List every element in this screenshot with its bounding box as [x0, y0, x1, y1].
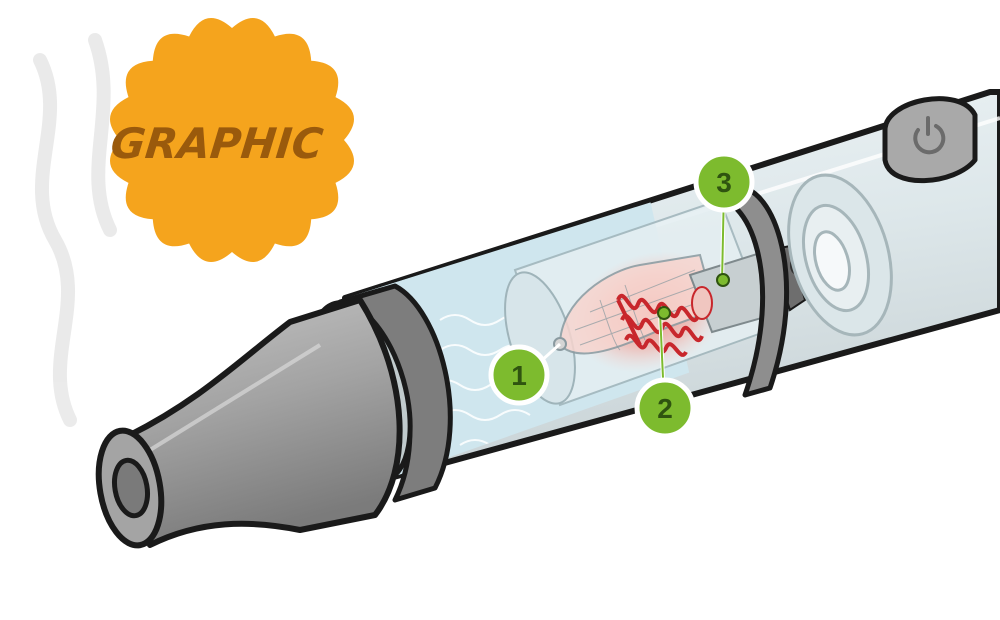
- graphic-badge: GRAPHIC: [109, 18, 354, 262]
- mouthpiece: [95, 297, 403, 549]
- callout-3-number: 3: [716, 167, 732, 198]
- badge-seal-shape: [110, 18, 354, 262]
- callout-1: 1: [488, 344, 550, 406]
- power-button: [882, 96, 978, 184]
- battery-end-cap: [787, 173, 893, 337]
- callout-2: 2: [634, 377, 696, 439]
- callout-2-number: 2: [657, 393, 673, 424]
- power-button-icon: [913, 116, 946, 155]
- vapor-wisps: [33, 33, 117, 427]
- callout-3: 3: [693, 151, 755, 213]
- separator-ring: [705, 184, 790, 398]
- callout-1-number: 1: [511, 360, 527, 391]
- badge-label: GRAPHIC: [109, 119, 326, 168]
